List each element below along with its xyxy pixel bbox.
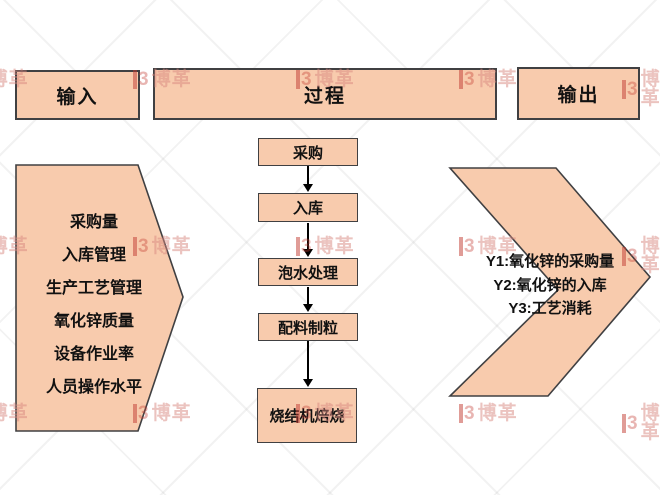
process-step-label: 烧结机焙烧 [269,408,345,425]
down-arrow [302,287,313,312]
arrow-shaft [306,223,309,249]
arrow-shaft [306,166,309,184]
header-output-label: 输出 [557,85,600,106]
input-factor: 人员操作水平 [45,379,142,396]
header-process-label: 过程 [303,85,346,107]
output-y-list: Y1:氧化锌的采购量 Y2:氧化锌的入库 Y3:工艺消耗 [452,250,648,321]
process-step-box: 入库 [258,193,358,222]
down-arrow [302,166,313,192]
header-process-box: 过程 [153,68,497,120]
arrow-shaft [306,287,309,304]
process-step-label: 泡水处理 [277,264,338,282]
header-input-box: 输入 [15,70,140,120]
output-y-item: Y3:工艺消耗 [508,300,592,317]
process-step-label: 配料制粒 [277,319,338,337]
arrow-head-icon [302,304,313,312]
process-step-box: 烧结机焙烧 [257,388,357,443]
process-step-label: 采购 [292,144,323,162]
process-step-box: 配料制粒 [258,313,358,341]
input-factors-list: 采购量 入库管理 生产工艺管理 氧化锌质量 设备作业率 人员操作水平 [18,206,170,404]
header-input-label: 输入 [56,86,99,108]
input-factor: 设备作业率 [53,346,134,363]
arrow-shaft [306,341,309,379]
arrow-head-icon [302,184,313,192]
output-y-item: Y2:氧化锌的入库 [493,276,607,294]
output-y-item: Y1:氧化锌的采购量 [485,253,615,270]
process-step-box: 采购 [258,138,358,166]
arrow-head-icon [302,249,313,257]
down-arrow [302,341,313,387]
down-arrow [302,223,313,257]
input-pentagon-shape [15,164,184,432]
input-factor: 入库管理 [61,247,126,264]
input-factor: 生产工艺管理 [45,280,142,297]
input-factor: 采购量 [69,214,118,231]
input-factor: 氧化锌质量 [53,313,134,330]
arrow-head-icon [302,379,313,387]
process-step-box: 泡水处理 [258,258,358,286]
header-output-box: 输出 [517,67,640,120]
process-step-label: 入库 [292,200,323,217]
output-chevron-shape [448,167,652,397]
